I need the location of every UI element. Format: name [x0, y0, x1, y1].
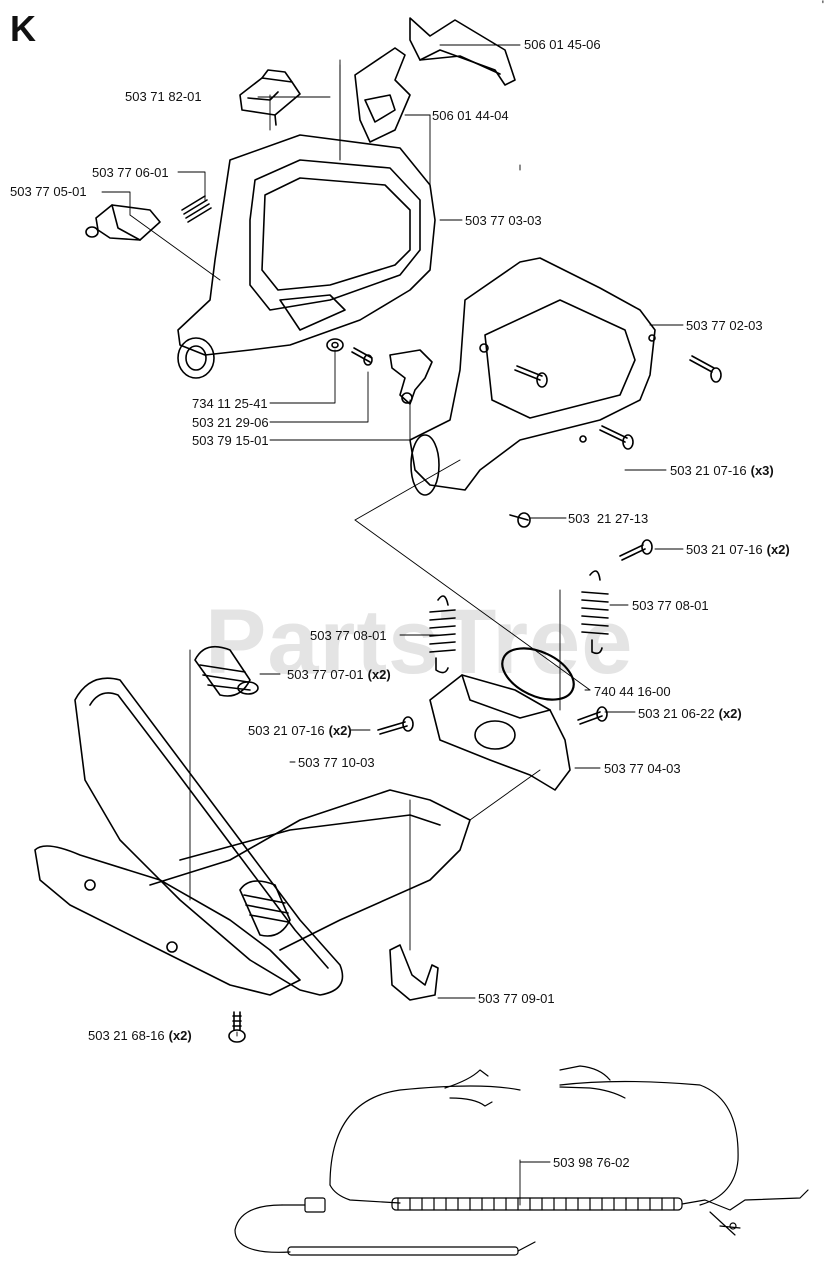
part-label: 503 21 07-16(x2): [686, 542, 790, 557]
part-label: 503 21 68-16(x2): [88, 1028, 192, 1043]
cable-assembly: [234, 1065, 809, 1256]
bracket-part: [409, 17, 516, 86]
part-label: 503 77 02-03: [686, 318, 763, 333]
switch-part: [239, 69, 301, 126]
part-label: 506 01 44-04: [432, 108, 509, 123]
spring-lower: [239, 880, 291, 937]
part-label: 503 21 29-06: [192, 415, 269, 430]
part-label: 503 77 07-01(x2): [287, 667, 391, 682]
mount-bracket: [429, 674, 571, 791]
left-housing: [177, 134, 436, 379]
screw-right-1: [514, 365, 548, 388]
spring-mid-left: [429, 595, 456, 674]
part-label: 503 21 07-16(x2): [248, 723, 352, 738]
part-label: 503 77 08-01: [310, 628, 387, 643]
part-label: 503 21 27-13: [568, 511, 649, 526]
o-ring: [501, 647, 575, 701]
part-label: 503 21 06-22(x2): [638, 706, 742, 721]
part-label: 740 44 16-00: [594, 684, 671, 699]
spring-mid-right: [581, 570, 609, 655]
screw-mid-right: [577, 706, 608, 725]
part-label: 734 11 25-41: [192, 396, 268, 411]
part-label: 506 01 45-06: [524, 37, 601, 52]
section-letter: K: [10, 8, 36, 49]
part-label: 503 98 76-02: [553, 1155, 630, 1170]
spring-small: [181, 195, 212, 223]
trigger-part: [354, 47, 411, 143]
switch-block: [85, 204, 161, 241]
part-label: 503 77 06-01: [92, 165, 169, 180]
part-label: 503 77 05-01: [10, 184, 87, 199]
clip-part: [389, 944, 439, 1001]
screw-small-1: [351, 347, 373, 366]
lever-part: [389, 349, 433, 405]
part-label: 503 77 03-03: [465, 213, 542, 228]
part-label: 503 21 07-16(x3): [670, 463, 774, 478]
part-label: 503 79 15-01: [192, 433, 269, 448]
right-housing: [409, 257, 656, 496]
main-handle: [34, 677, 471, 996]
screw-right-4: [509, 512, 531, 528]
washer-part: [326, 338, 344, 352]
part-label: 503 71 82-01: [125, 89, 202, 104]
screw-right-3: [599, 425, 634, 450]
screw-right-2: [689, 355, 722, 383]
part-label: 503 77 04-03: [604, 761, 681, 776]
part-label: 503 77 09-01: [478, 991, 555, 1006]
part-label: 503 77 08-01: [632, 598, 709, 613]
screw-bottom: [228, 1011, 246, 1043]
screw-right-5: [619, 539, 653, 561]
screw-mid-left: [377, 716, 414, 735]
spring-left: [194, 645, 259, 697]
watermark: PartsTree: [205, 591, 634, 693]
part-label: 503 77 10-03: [298, 755, 375, 770]
corner-mark: ': [821, 0, 824, 12]
